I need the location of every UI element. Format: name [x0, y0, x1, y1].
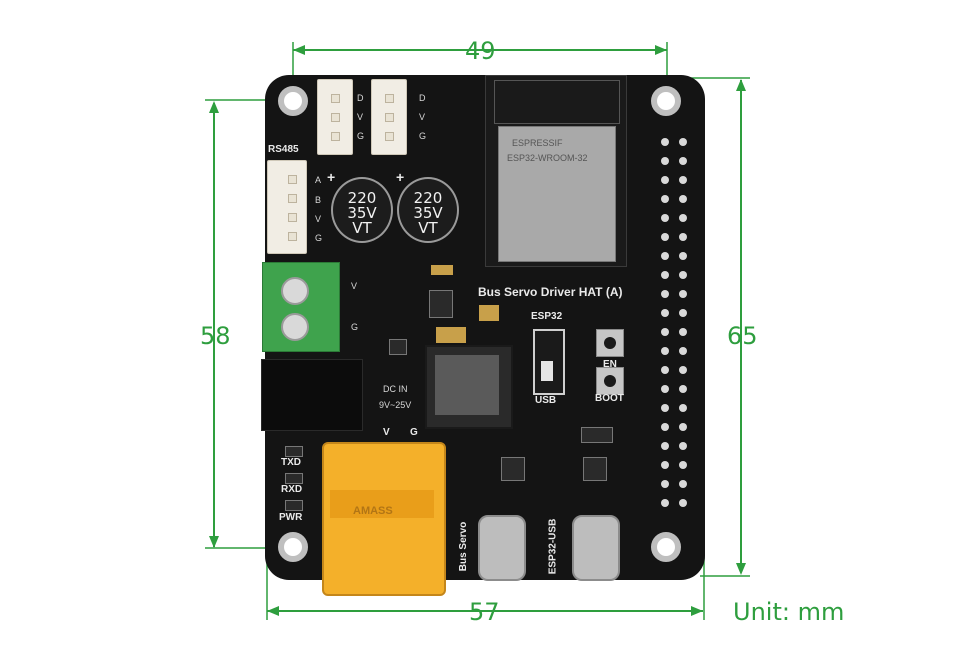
dimension-left-height: 58	[200, 322, 231, 350]
header1-pin-v: V	[357, 112, 364, 122]
esp32-module	[485, 75, 627, 267]
dimension-right-height: 65	[727, 322, 758, 350]
header1-pin-d: D	[357, 93, 364, 103]
diode	[389, 339, 407, 355]
capacitor-1: 220 35V VT	[331, 177, 393, 243]
ic-chip-1	[429, 290, 453, 318]
en-button[interactable]	[596, 329, 624, 357]
boot-button-label: BOOT	[595, 393, 624, 404]
dc-in-label: DC IN	[383, 384, 408, 394]
board-title: Bus Servo Driver HAT (A)	[478, 285, 623, 299]
dc-barrel-jack	[261, 359, 363, 431]
resistor-1	[431, 265, 453, 275]
gpio-header	[657, 135, 693, 525]
rs485-pin-g: G	[315, 233, 323, 243]
rs485-pin-b: B	[315, 195, 322, 205]
capacitor-smd-1	[479, 305, 499, 321]
esp32-switch-label: ESP32	[531, 311, 563, 322]
gpio-pins	[661, 138, 687, 507]
dimension-top-width: 49	[465, 37, 496, 65]
unit-label: Unit: mm	[733, 598, 845, 626]
header2-pin-v: V	[419, 112, 426, 122]
txd-label: TXD	[281, 457, 301, 468]
rxd-label: RXD	[281, 484, 303, 495]
header1-pin-g: G	[357, 131, 365, 141]
mounting-hole-bottom-right	[651, 532, 681, 562]
dc-range-label: 9V~25V	[379, 400, 412, 410]
terminal-g-label: G	[351, 322, 359, 332]
cap2-plus: +	[396, 169, 405, 185]
bus-servo-label: Bus Servo	[458, 521, 470, 572]
capacitor-2: 220 35V VT	[397, 177, 459, 243]
usb-switch-label: USB	[535, 395, 557, 406]
cap2-label: 220 35V VT	[413, 189, 443, 237]
rs485-pin-a: A	[315, 175, 322, 185]
led-pwr	[285, 500, 303, 511]
mounting-hole-bottom-left	[278, 532, 308, 562]
mounting-hole-top-right	[651, 86, 681, 116]
header2-pin-g: G	[419, 131, 427, 141]
module-brand: ESPRESSIF	[512, 138, 563, 148]
boot-button[interactable]	[596, 367, 624, 395]
ic-chip-3	[583, 457, 607, 481]
power-inductor	[425, 345, 513, 429]
esp32-usb-switch[interactable]	[533, 329, 565, 395]
usb-c-esp32[interactable]	[572, 515, 620, 581]
usb-c-bus-servo[interactable]	[478, 515, 526, 581]
header2-pin-d: D	[419, 93, 426, 103]
pcb-board: D V G D V G RS485 A B V G + 220 35V VT +…	[261, 75, 705, 596]
esp32-usb-label: ESP32-USB	[547, 518, 559, 575]
en-button-label: EN	[603, 359, 617, 370]
xt-v-label: V	[383, 427, 390, 438]
servo-header-1	[317, 79, 353, 155]
pwr-label: PWR	[279, 512, 303, 523]
cap1-plus: +	[327, 169, 336, 185]
mounting-hole-top-left	[278, 86, 308, 116]
screw-terminal	[262, 262, 340, 352]
xt-power-connector	[322, 442, 446, 596]
dimension-bottom-width: 57	[469, 598, 500, 626]
led-rxd	[285, 473, 303, 484]
terminal-v-label: V	[351, 281, 358, 291]
led-txd	[285, 446, 303, 457]
servo-header-2	[371, 79, 407, 155]
xt-g-label: G	[410, 427, 418, 438]
ic-chip-4	[581, 427, 613, 443]
ic-chip-2	[501, 457, 525, 481]
module-name: ESP32-WROOM-32	[507, 153, 588, 163]
rs485-connector	[267, 160, 307, 254]
rs485-pin-v: V	[315, 214, 322, 224]
cap1-label: 220 35V VT	[347, 189, 377, 237]
rs485-label: RS485	[268, 144, 299, 155]
xt-brand: AMASS	[353, 505, 393, 517]
capacitor-smd-2	[436, 327, 466, 343]
